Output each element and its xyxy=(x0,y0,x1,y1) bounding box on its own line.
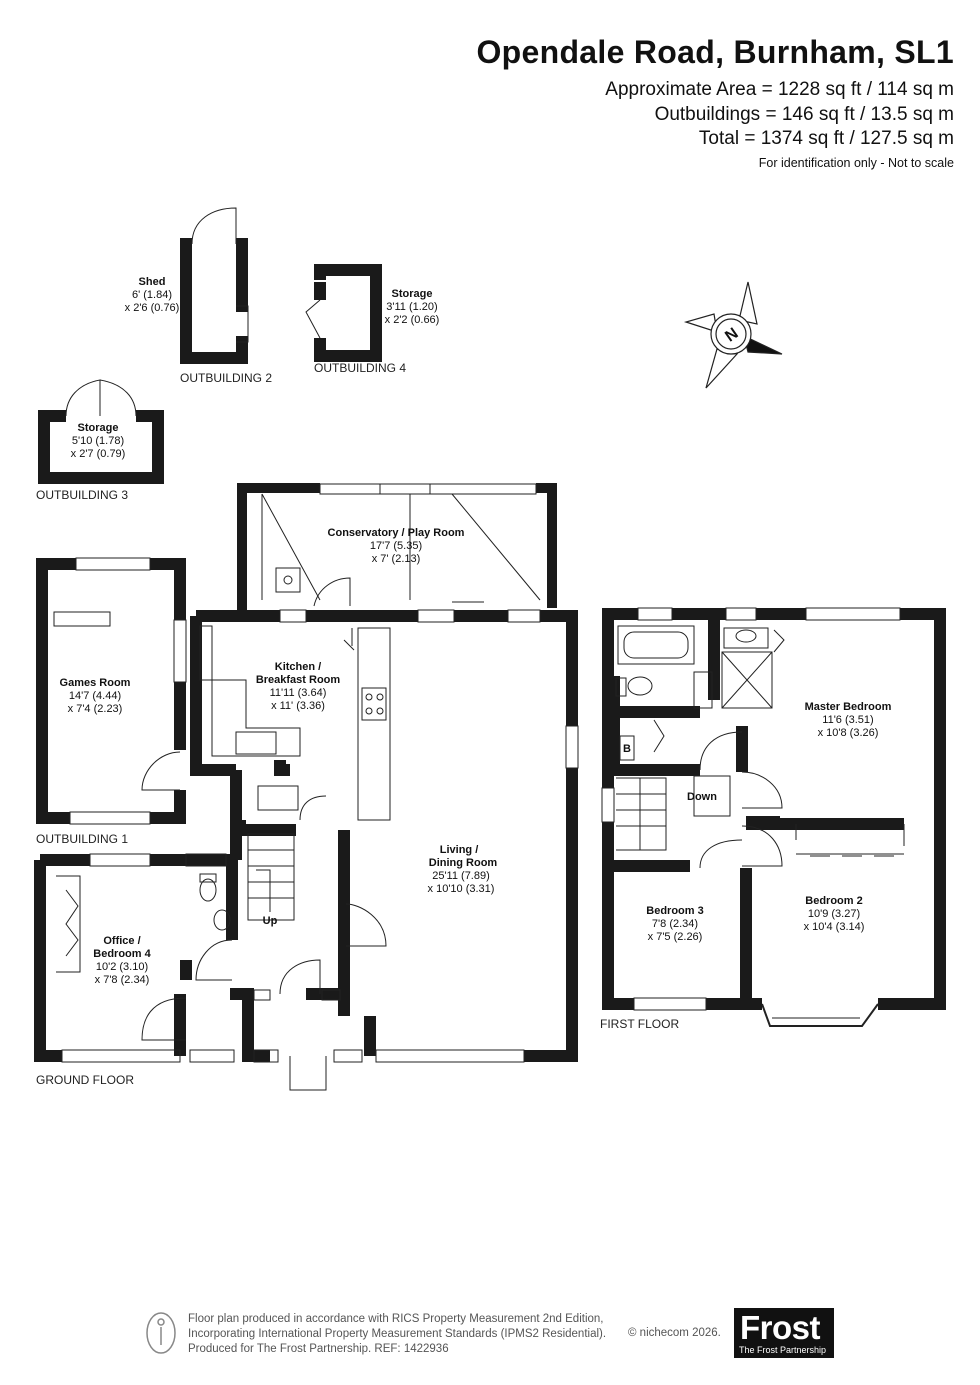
stairs-up-label: Up xyxy=(263,915,278,927)
office-name-2: Bedroom 4 xyxy=(93,948,151,960)
footer-note: Floor plan produced in accordance with R… xyxy=(188,1312,606,1357)
games-room-dim2: x 7'4 (2.23) xyxy=(68,703,123,715)
first-floor-windows xyxy=(601,607,901,1027)
ground-floor-label: GROUND FLOOR xyxy=(36,1073,134,1087)
conservatory-dim2: x 7' (2.13) xyxy=(372,553,421,565)
bedroom-2-dim2: x 10'4 (3.14) xyxy=(804,921,865,933)
outbuilding-2-walls xyxy=(180,238,248,364)
staircase-first xyxy=(616,775,731,851)
shed-dim2: x 2'6 (0.76) xyxy=(125,302,180,314)
outbuilding-4-walls xyxy=(314,264,382,362)
games-room-dim1: 14'7 (4.44) xyxy=(69,690,121,702)
total-area: Total = 1374 sq ft / 127.5 sq m xyxy=(698,128,954,149)
footer-line-1: Floor plan produced in accordance with R… xyxy=(188,1313,604,1325)
kitchen-fittings xyxy=(211,627,391,821)
bedroom-3-dim2: x 7'5 (2.26) xyxy=(648,931,703,943)
bedroom-2-name: Bedroom 2 xyxy=(805,895,862,907)
games-room-door-icon xyxy=(141,751,181,791)
person-icon xyxy=(146,1312,176,1354)
first-floor-doors xyxy=(653,629,905,869)
games-room-windows xyxy=(53,557,187,825)
conservatory-door-icon xyxy=(313,577,351,607)
outbuilding-4-label: OUTBUILDING 4 xyxy=(314,361,406,375)
footer-line-2: Incorporating International Property Mea… xyxy=(188,1328,607,1340)
conservatory-name: Conservatory / Play Room xyxy=(328,527,465,539)
bathroom-fittings xyxy=(615,625,773,761)
bedroom-2-dim1: 10'9 (3.27) xyxy=(808,908,860,920)
stairs-down-label: Down xyxy=(687,791,717,803)
logo-main-text: Frost xyxy=(740,1309,821,1346)
frost-logo: Frost The Frost Partnership xyxy=(734,1308,834,1358)
storage4-dim2: x 2'2 (0.66) xyxy=(385,314,440,326)
bedroom-3-name: Bedroom 3 xyxy=(646,905,703,917)
outbuilding-2-label: OUTBUILDING 2 xyxy=(180,371,272,385)
kitchen-name-1: Kitchen / xyxy=(275,661,321,673)
kitchen-dim1: 11'11 (3.64) xyxy=(270,687,327,699)
conservatory-walls xyxy=(237,483,557,610)
outbuilding-1-walls xyxy=(36,558,186,824)
office-name-1: Office / xyxy=(103,935,140,947)
boiler-label: B xyxy=(623,743,631,755)
office-dim2: x 7'8 (2.34) xyxy=(95,974,150,986)
ground-floor-walls xyxy=(34,610,578,1062)
living-name-1: Living / xyxy=(440,844,479,856)
games-room-name: Games Room xyxy=(60,677,131,689)
scale-disclaimer: For identification only - Not to scale xyxy=(758,156,954,170)
first-floor-walls xyxy=(602,608,946,1010)
master-bedroom-name: Master Bedroom xyxy=(805,701,892,713)
master-bedroom-dim1: 11'6 (3.51) xyxy=(822,714,873,726)
office-dim1: 10'2 (3.10) xyxy=(96,961,148,973)
compass-icon xyxy=(683,281,783,389)
approximate-area: Approximate Area = 1228 sq ft / 114 sq m xyxy=(605,79,954,100)
bedroom-3-dim1: 7'8 (2.34) xyxy=(652,918,698,930)
shed-door-icon xyxy=(191,207,237,245)
outbuilding-1-label: OUTBUILDING 1 xyxy=(36,832,128,846)
storage3-name: Storage xyxy=(78,422,119,434)
copyright: © nichecom 2026. xyxy=(628,1327,721,1339)
office-wardrobe xyxy=(56,875,81,973)
storage4-name: Storage xyxy=(392,288,433,300)
living-dim2: x 10'10 (3.31) xyxy=(428,883,495,895)
storage-double-door-icon xyxy=(65,379,137,417)
shed-dim1: 6' (1.84) xyxy=(132,289,172,301)
first-floor-label: FIRST FLOOR xyxy=(600,1017,679,1031)
storage3-dim1: 5'10 (1.78) xyxy=(72,435,124,447)
shed-window-icon xyxy=(236,305,249,343)
master-bedroom-dim2: x 10'8 (3.26) xyxy=(818,727,879,739)
outbuilding-3-label: OUTBUILDING 3 xyxy=(36,488,128,502)
wc-fittings xyxy=(199,873,231,931)
kitchen-name-2: Breakfast Room xyxy=(256,674,341,686)
property-address: Opendale Road, Burnham, SL1 xyxy=(476,34,954,70)
shed-name: Shed xyxy=(139,276,166,288)
kitchen-dim2: x 11' (3.36) xyxy=(271,700,325,712)
footer-line-3: Produced for The Frost Partnership. REF:… xyxy=(188,1343,449,1355)
living-dim1: 25'11 (7.89) xyxy=(432,870,490,882)
outbuildings-area: Outbuildings = 146 sq ft / 13.5 sq m xyxy=(654,104,954,125)
conservatory-dim1: 17'7 (5.35) xyxy=(370,540,422,552)
ground-floor-doors xyxy=(141,795,387,1091)
living-name-2: Dining Room xyxy=(429,857,498,869)
staircase-ground xyxy=(247,833,295,921)
conservatory-glazing xyxy=(261,483,541,603)
storage3-dim2: x 2'7 (0.79) xyxy=(71,448,126,460)
storage4-dim1: 3'11 (1.20) xyxy=(386,301,437,313)
ground-floor-windows xyxy=(61,609,579,1063)
storage-door-icon xyxy=(305,299,321,339)
logo-sub-text: The Frost Partnership xyxy=(739,1345,827,1355)
outbuilding-3-walls xyxy=(38,410,164,484)
